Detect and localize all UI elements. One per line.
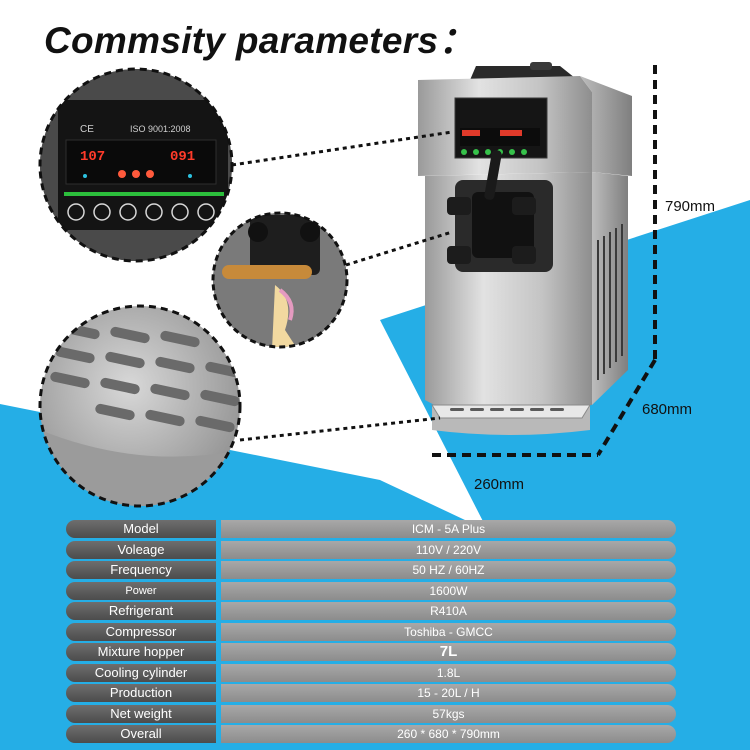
- spec-label: Net weight: [66, 704, 216, 723]
- svg-text:CE: CE: [80, 124, 94, 135]
- spec-label: Voleage: [66, 540, 216, 559]
- spec-row-net-weight: Net weight 57kgs: [66, 704, 676, 723]
- spec-row-refrigerant: Refrigerant R410A: [66, 602, 676, 620]
- spec-row-frequency: Frequency 50 HZ / 60HZ: [66, 561, 676, 579]
- spec-value: 260 * 680 * 790mm: [221, 725, 676, 743]
- spec-value: ICM - 5A Plus: [221, 520, 676, 538]
- spec-label: Power: [66, 581, 216, 600]
- spec-value: 1600W: [221, 581, 676, 600]
- spec-label: Production: [66, 684, 216, 702]
- spec-row-overall: Overall 260 * 680 * 790mm: [66, 725, 676, 743]
- width-dimension-label: 260mm: [474, 476, 525, 493]
- spec-value: 15 - 20L / H: [221, 684, 676, 702]
- svg-text:107: 107: [80, 149, 105, 165]
- spec-label: Frequency: [66, 561, 216, 579]
- dimension-lines: [432, 65, 657, 457]
- spec-label: Model: [66, 520, 216, 538]
- spec-row-mixture-hopper: Mixture hopper 7L: [66, 643, 676, 661]
- spec-value: 1.8L: [221, 663, 676, 682]
- ice-cream-machine: [418, 62, 632, 435]
- height-dimension-label: 790mm: [665, 198, 716, 215]
- spec-label: Cooling cylinder: [66, 663, 216, 682]
- spec-row-model: Model ICM - 5A Plus: [66, 520, 676, 538]
- control-panel-circle: CE ISO 9001:2008 107 091: [38, 67, 234, 263]
- spec-label: Mixture hopper: [66, 643, 216, 661]
- spec-label: Compressor: [66, 622, 216, 641]
- svg-text:ISO 9001:2008: ISO 9001:2008: [130, 124, 191, 134]
- spec-row-voltage: Voleage 110V / 220V: [66, 540, 676, 559]
- spec-value: 50 HZ / 60HZ: [221, 561, 676, 579]
- svg-text:091: 091: [170, 149, 195, 165]
- nozzle-circle: [211, 211, 349, 349]
- spec-row-compressor: Compressor Toshiba - GMCC: [66, 622, 676, 641]
- depth-dimension-label: 680mm: [642, 401, 693, 418]
- spec-label: Refrigerant: [66, 602, 216, 620]
- specification-table: Model ICM - 5A Plus Voleage 110V / 220V …: [66, 520, 676, 746]
- spec-row-cooling-cylinder: Cooling cylinder 1.8L: [66, 663, 676, 682]
- spec-value: 7L: [221, 643, 676, 661]
- spec-row-power: Power 1600W: [66, 581, 676, 600]
- spec-value: Toshiba - GMCC: [221, 622, 676, 641]
- spec-label: Overall: [66, 725, 216, 743]
- spec-value: R410A: [221, 602, 676, 620]
- spec-value: 110V / 220V: [221, 540, 676, 559]
- spec-row-production: Production 15 - 20L / H: [66, 684, 676, 702]
- page-title: Commsity parameters：: [44, 20, 476, 61]
- callout-lines: [231, 130, 453, 442]
- spec-value: 57kgs: [221, 704, 676, 723]
